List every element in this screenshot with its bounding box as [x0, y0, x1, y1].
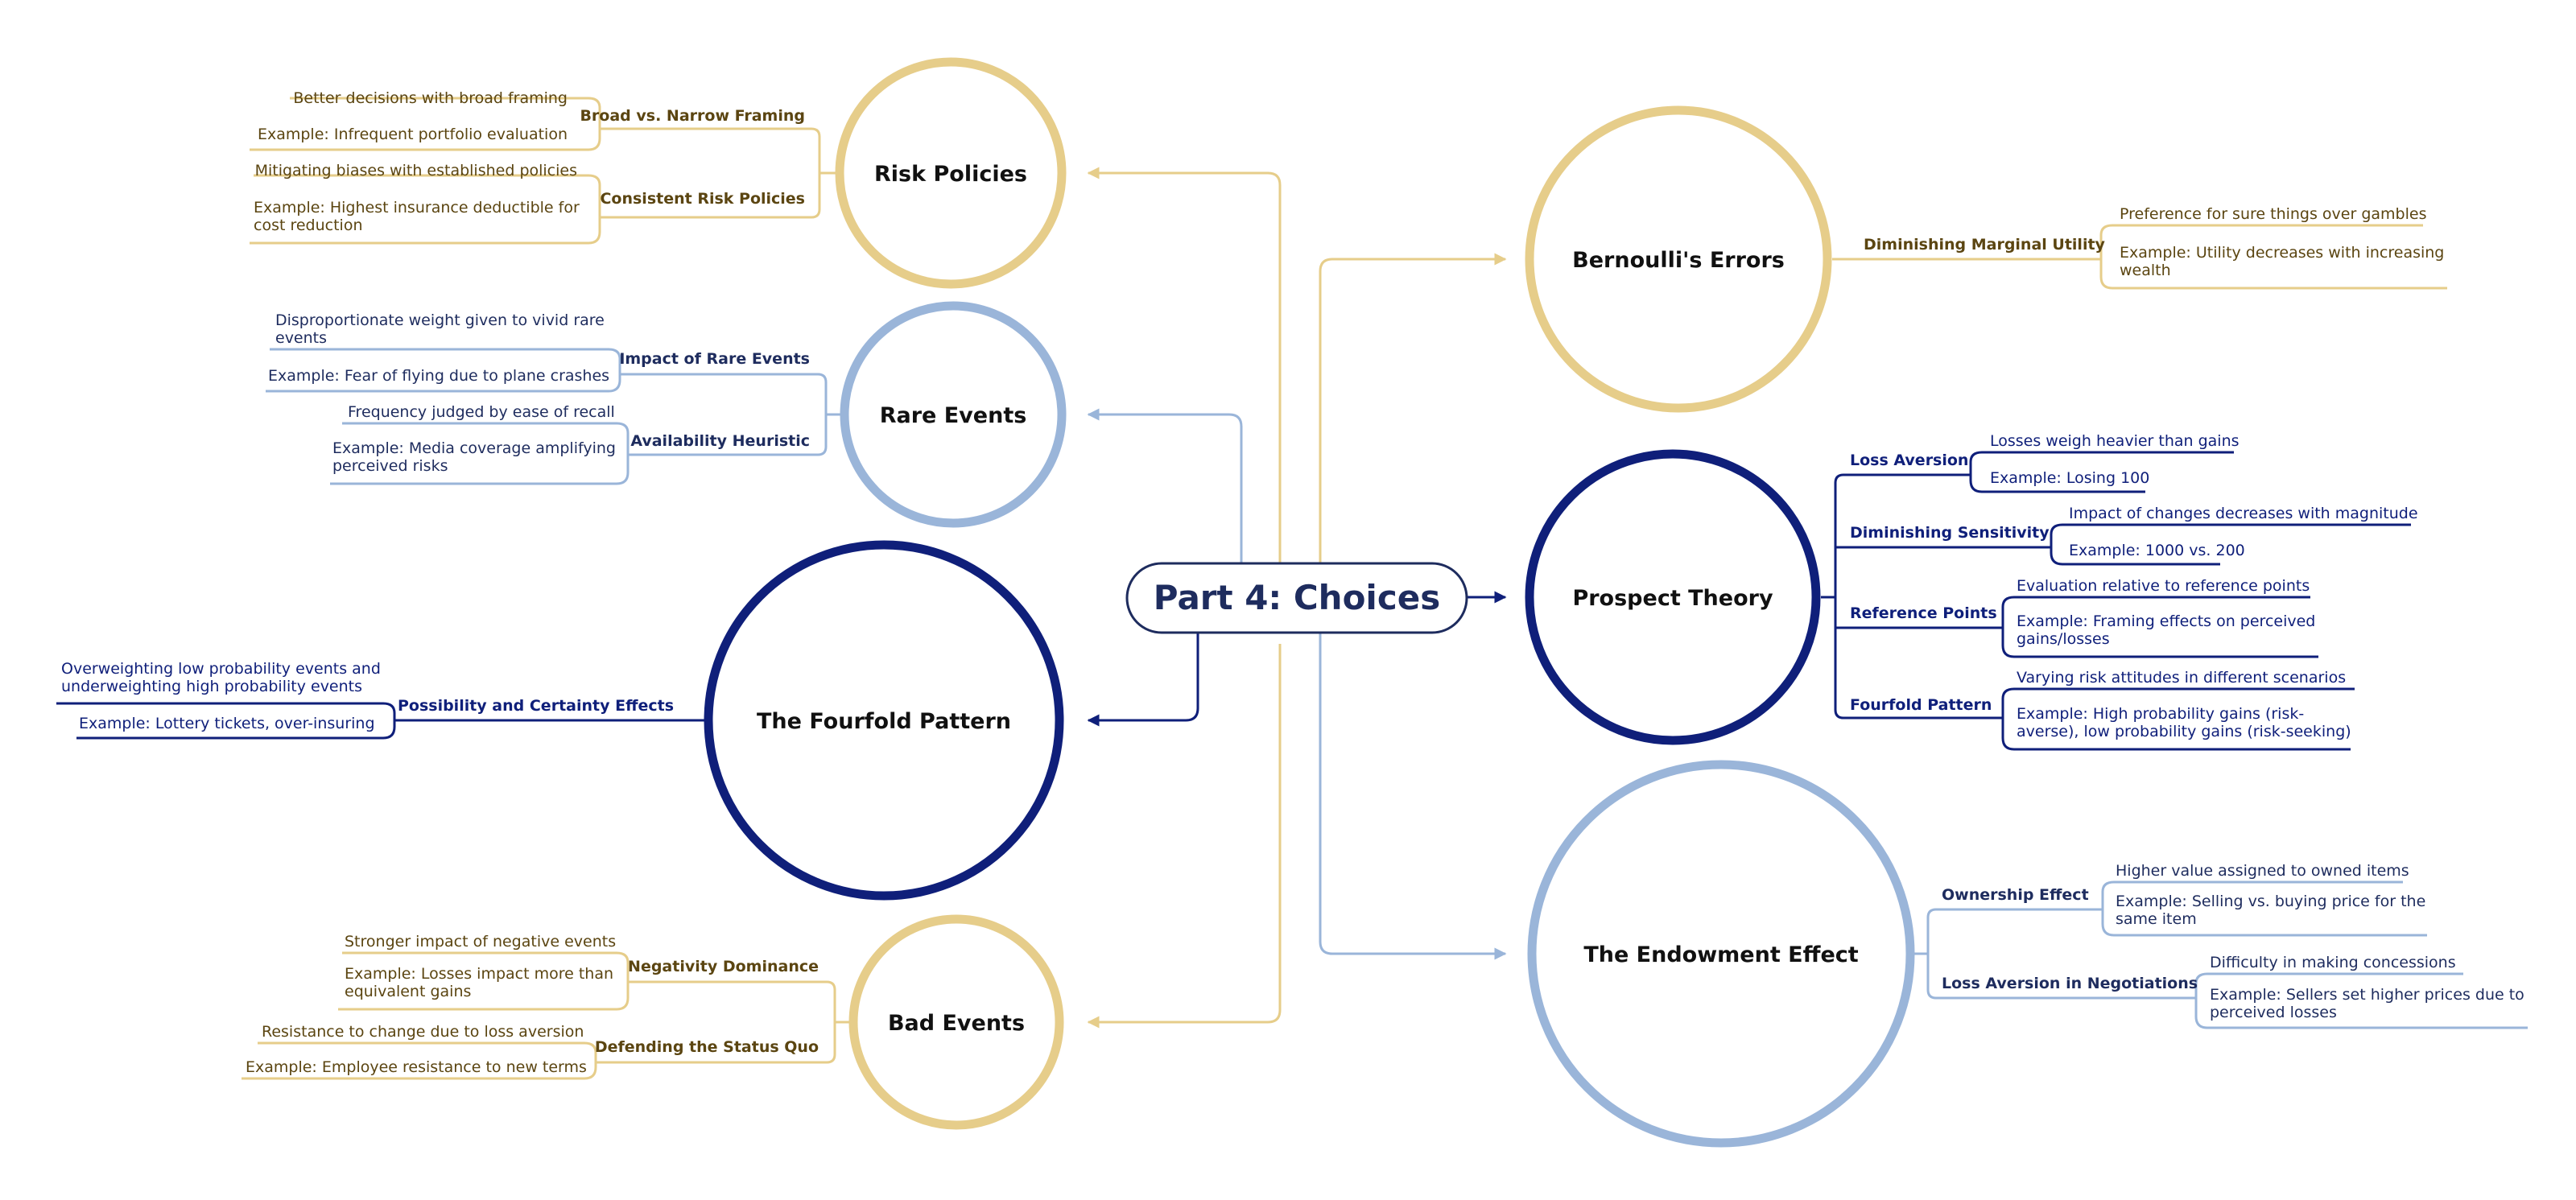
leaf-label: Difficulty in making concessions — [2210, 954, 2456, 971]
sub-label: Loss Aversion — [1850, 452, 1968, 469]
sub-label: Defending the Status Quo — [595, 1038, 819, 1056]
leaf-label: Impact of changes decreases with magnitu… — [2069, 505, 2418, 522]
leaf-label: perceived losses — [2210, 1004, 2337, 1021]
branch-fourfold — [56, 702, 706, 740]
leaf-label: Higher value assigned to owned items — [2116, 862, 2409, 880]
leaf-label: Example: Losses impact more than — [345, 965, 613, 983]
leaf-label: Varying risk attitudes in different scen… — [2017, 669, 2346, 687]
leaf-label: Resistance to change due to loss aversio… — [262, 1023, 584, 1041]
connector-fourfold — [1087, 633, 1199, 727]
sub-label: Impact of Rare Events — [619, 350, 810, 368]
branch-prospect — [1821, 451, 2411, 751]
leaf-label: Mitigating biases with established polic… — [255, 162, 577, 179]
connector-rare-events — [1087, 408, 1243, 563]
leaf-label: Frequency judged by ease of recall — [348, 403, 615, 421]
node-title: Rare Events — [880, 403, 1027, 428]
node-title: Bad Events — [888, 1011, 1025, 1036]
leaf-label: gains/losses — [2017, 630, 2110, 648]
leaf-label: wealth — [2120, 262, 2171, 279]
leaf-label: Example: 1000 vs. 200 — [2069, 542, 2245, 559]
sub-label: Negativity Dominance — [628, 958, 819, 975]
leaf-label: Example: Lottery tickets, over-insuring — [79, 715, 375, 732]
connector-endowment — [1319, 633, 1507, 960]
leaf-label: perceived risks — [332, 457, 448, 475]
leaf-label: Example: Selling vs. buying price for th… — [2116, 893, 2425, 910]
branch-endowment — [1914, 880, 2528, 1029]
sub-label: Fourfold Pattern — [1850, 696, 1992, 714]
node-risk-policies[interactable]: Risk Policies — [835, 57, 1067, 289]
leaf-label: same item — [2116, 910, 2197, 928]
sub-label: Reference Points — [1850, 604, 1997, 622]
node-title: The Endowment Effect — [1583, 942, 1858, 967]
leaf-label: events — [275, 329, 327, 347]
branch-bad-events — [242, 951, 851, 1080]
node-bernoulli[interactable]: Bernoulli's Errors — [1525, 105, 1832, 413]
leaf-label: Example: Employee resistance to new term… — [246, 1058, 587, 1076]
leaf-label: Example: Utility decreases with increasi… — [2120, 244, 2444, 262]
leaf-label: averse), low probability gains (risk-see… — [2017, 723, 2351, 740]
center-node[interactable]: Part 4: Choices — [1125, 562, 1468, 634]
leaf-label: Example: Sellers set higher prices due t… — [2210, 986, 2524, 1004]
center-connectors — [1087, 167, 1507, 1029]
leaf-label: Losses weigh heavier than gains — [1990, 432, 2240, 450]
node-rare-events[interactable]: Rare Events — [840, 301, 1067, 528]
node-fourfold[interactable]: The Fourfold Pattern — [704, 540, 1064, 901]
leaf-label: Example: Infrequent portfolio evaluation — [258, 126, 568, 143]
node-title: Prospect Theory — [1572, 586, 1773, 611]
sub-label: Ownership Effect — [1942, 886, 2089, 904]
sub-label: Diminishing Marginal Utility — [1864, 236, 2106, 254]
leaf-label: cost reduction — [254, 216, 363, 234]
connector-risk-policies — [1087, 167, 1282, 563]
center-title: Part 4: Choices — [1154, 578, 1440, 617]
leaf-label: Example: Highest insurance deductible fo… — [254, 199, 580, 216]
sub-label: Loss Aversion in Negotiations — [1942, 975, 2198, 992]
leaf-label: Overweighting low probability events and — [61, 660, 381, 678]
leaf-label: Example: High probability gains (risk- — [2017, 705, 2304, 723]
leaf-label: Preference for sure things over gambles — [2120, 205, 2426, 223]
node-endowment[interactable]: The Endowment Effect — [1527, 760, 1915, 1148]
branch-risk-policies — [250, 97, 836, 245]
node-title: The Fourfold Pattern — [757, 709, 1011, 734]
sub-label: Consistent Risk Policies — [600, 190, 805, 208]
leaf-label: equivalent gains — [345, 983, 471, 1000]
leaf-label: Stronger impact of negative events — [345, 933, 616, 951]
node-bad-events[interactable]: Bad Events — [848, 914, 1064, 1130]
node-title: Bernoulli's Errors — [1572, 248, 1785, 273]
leaf-label: Example: Media coverage amplifying — [332, 439, 616, 457]
connector-bernoulli — [1319, 253, 1507, 563]
leaf-label: underweighting high probability events — [61, 678, 362, 695]
leaf-label: Evaluation relative to reference points — [2017, 577, 2310, 595]
leaf-label: Example: Framing effects on perceived — [2017, 612, 2315, 630]
branch-bernoulli — [1832, 224, 2447, 290]
node-title: Risk Policies — [874, 162, 1027, 187]
sub-label: Availability Heuristic — [630, 432, 810, 450]
leaf-label: Example: Losing 100 — [1990, 469, 2149, 487]
connector-bad-events — [1087, 644, 1282, 1029]
node-prospect[interactable]: Prospect Theory — [1525, 449, 1821, 745]
leaf-label: Better decisions with broad framing — [293, 89, 568, 107]
sub-label: Diminishing Sensitivity — [1850, 524, 2050, 542]
branch-rare-events — [266, 348, 842, 485]
sub-label: Broad vs. Narrow Framing — [580, 107, 805, 125]
leaf-label: Example: Fear of flying due to plane cra… — [268, 367, 609, 385]
sub-label: Possibility and Certainty Effects — [398, 697, 674, 715]
leaf-label: Disproportionate weight given to vivid r… — [275, 311, 605, 329]
